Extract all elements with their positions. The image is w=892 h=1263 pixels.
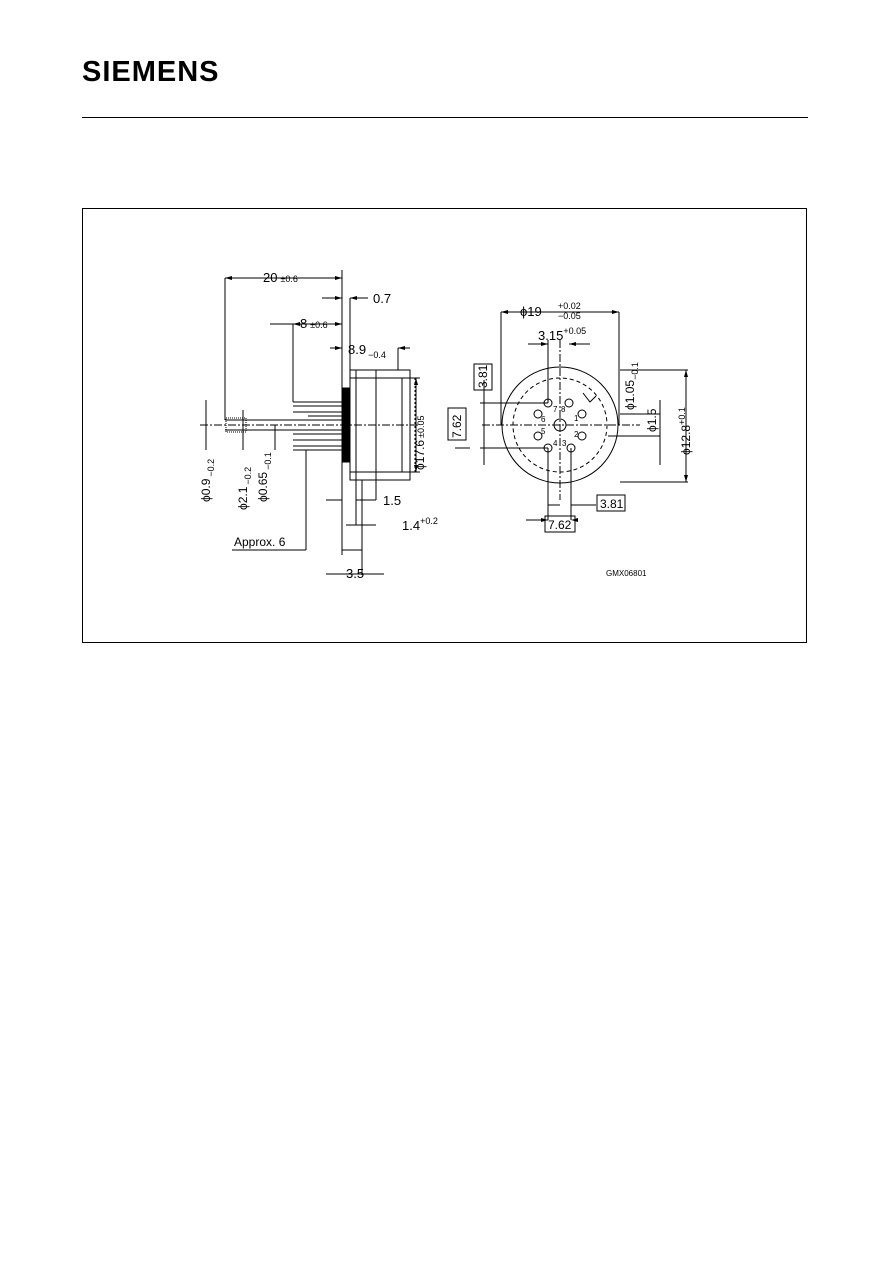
box-3-81-left-text: 3.81 [476, 364, 490, 388]
pin-label-3: 3 [562, 439, 567, 448]
pin-label-5: 5 [541, 427, 546, 436]
box-7-62-left [447, 407, 467, 441]
dim-outer-tol-up: +0.02 [558, 301, 581, 311]
pin-label-4: 4 [553, 439, 558, 448]
dim-pin-diameter-b: ϕ2.1−0.2 [236, 467, 253, 510]
drawing-code: GMX06801 [606, 569, 647, 578]
pin-label-7: 7 [553, 405, 558, 414]
dim-hole-diameter: ϕ1.05−0.1 [623, 362, 640, 410]
pins [225, 401, 342, 451]
end-view [455, 311, 688, 521]
dim-flange: 0.7 [373, 291, 391, 306]
header-rule [82, 117, 808, 118]
pin-label-8: 8 [561, 405, 566, 414]
dim-total-length: 20±0.6 [263, 270, 298, 285]
pin-label-1: 1 [574, 414, 579, 423]
dim-pin-diameter-a: ϕ0.9−0.2 [199, 459, 216, 502]
dim-body-length: 8.9−0.4 [348, 342, 386, 360]
drawing-frame [82, 208, 807, 643]
box-3-81-bottom-text: 3.81 [600, 497, 624, 511]
dim-pin-length: 8±0.6 [300, 316, 328, 331]
pin-label-6: 6 [541, 415, 546, 424]
dim-offset: 3.15+0.05 [538, 326, 586, 343]
side-view [200, 270, 420, 575]
arrowheads [225, 276, 688, 522]
dim-pitch-diameter: ϕ12.8+0.1 [677, 407, 693, 455]
box-3-81-bottom [596, 494, 626, 512]
dim-step-b: 1.4+0.2 [402, 516, 438, 533]
dim-center-diameter: ϕ1.5 [645, 408, 659, 432]
siemens-logo: SIEMENS [82, 56, 220, 88]
dim-outer-tol-dn: −0.05 [558, 311, 581, 321]
dim-bottom: 3.5 [346, 566, 364, 581]
box-7-62-bottom-text: 7.62 [548, 518, 572, 532]
box-7-62-bottom [544, 515, 576, 533]
dim-body-diameter: ϕ17.6±0.05 [413, 415, 427, 470]
dim-pin-diameter-c: ϕ0.65−0.1 [256, 452, 273, 502]
dim-outer-diameter: ϕ19 [520, 304, 542, 319]
box-3-81-left [473, 363, 493, 391]
dim-step-a: 1.5 [383, 493, 401, 508]
pin-label-2: 2 [574, 430, 579, 439]
box-7-62-left-text: 7.62 [450, 414, 464, 438]
approx-label: Approx. 6 [234, 535, 286, 549]
